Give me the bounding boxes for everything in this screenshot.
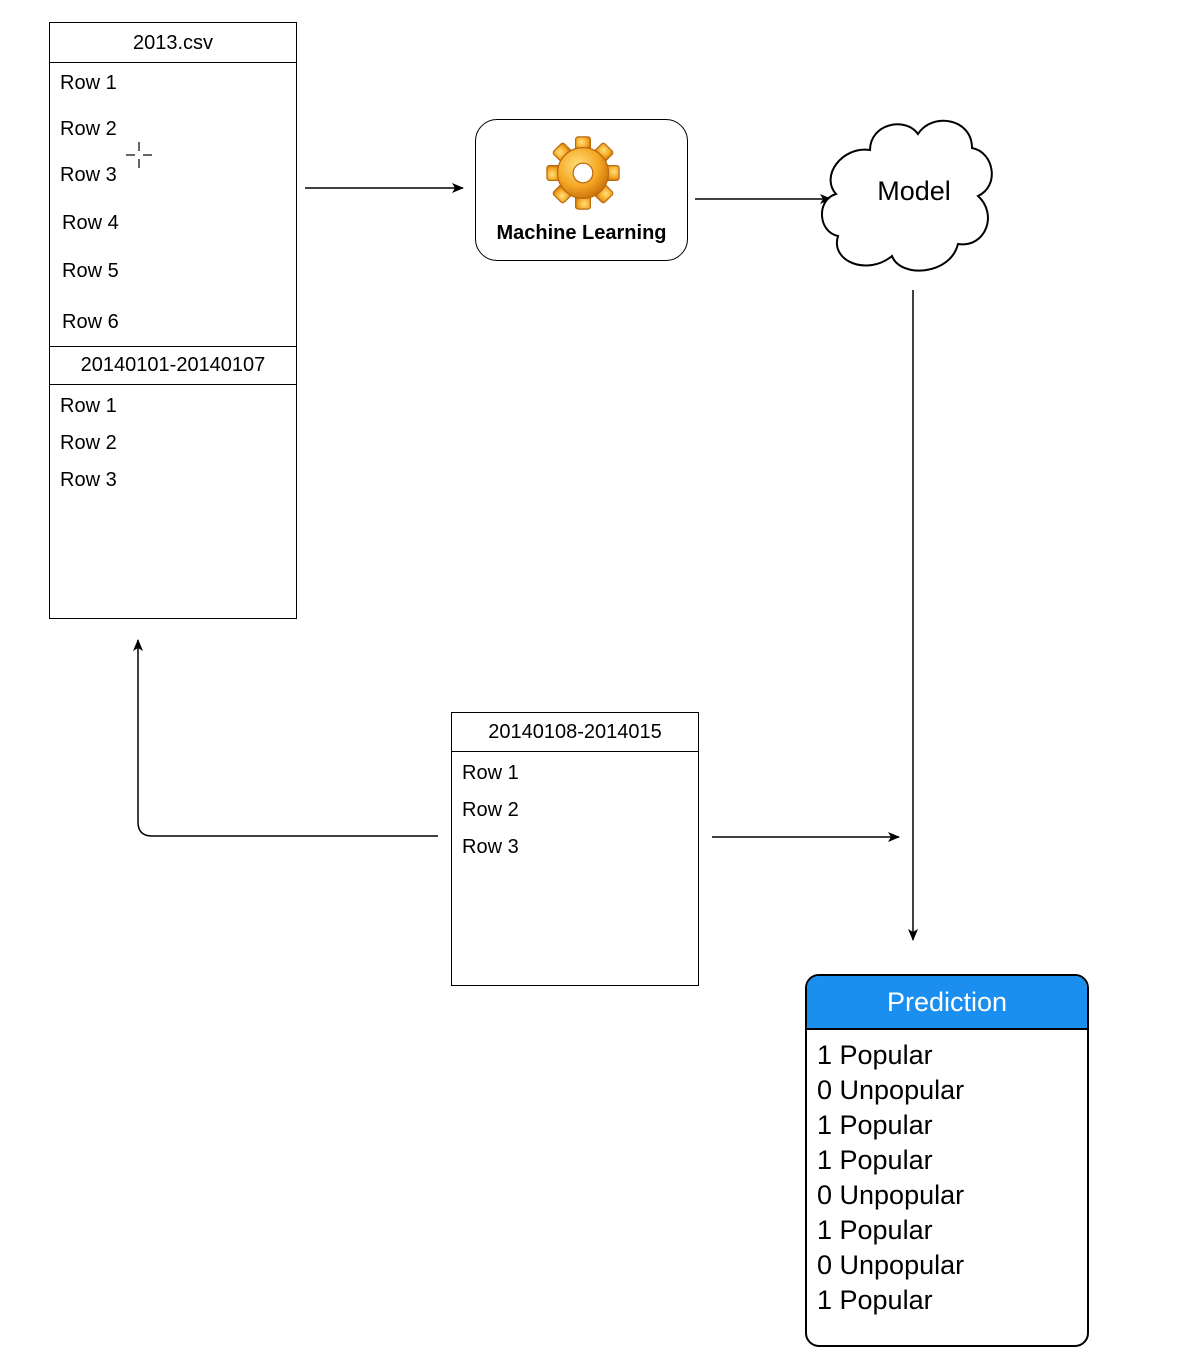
list-item: 1 Popular: [817, 1145, 933, 1175]
prediction-panel: Prediction 1 Popular 0 Unpopular 1 Popul…: [805, 974, 1089, 1347]
list-item: 0 Unpopular: [817, 1250, 965, 1280]
table-subheader-20140101: 20140101-20140107: [50, 346, 296, 385]
table-row: Row 1: [60, 72, 117, 94]
table-header-20140108: 20140108-2014015: [452, 713, 698, 752]
table-header-2013: 2013.csv: [50, 23, 296, 63]
table-subheader-label: 20140101-20140107: [80, 354, 266, 376]
table-row: Row 3: [60, 164, 117, 186]
list-item: 1 Popular: [817, 1285, 933, 1315]
list-item: 0 Unpopular: [817, 1180, 965, 1210]
arrow-test-to-train: [133, 639, 438, 837]
model-cloud-shape: [821, 119, 993, 272]
crosshair-cursor-icon: [126, 142, 152, 168]
table-row: Row 2: [462, 799, 519, 821]
table-row: Row 2: [60, 432, 117, 454]
machine-learning-label: Machine Learning: [496, 222, 667, 244]
model-label: Model: [877, 176, 951, 206]
table-header-label: 20140108-2014015: [488, 721, 662, 743]
test-data-table: 20140108-2014015 Row 1 Row 2 Row 3: [451, 712, 699, 986]
machine-learning-node: Machine Learning: [475, 119, 688, 261]
table-row: Row 4: [62, 212, 119, 234]
table-row: Row 1: [462, 762, 519, 784]
list-item: 1 Popular: [817, 1040, 933, 1070]
prediction-title: Prediction: [807, 976, 1087, 1030]
table-header-label: 2013.csv: [132, 32, 214, 54]
table-row: Row 3: [462, 836, 519, 858]
table-row: Row 3: [60, 469, 117, 491]
table-row: Row 1: [60, 395, 117, 417]
list-item: 0 Unpopular: [817, 1075, 965, 1105]
list-item: 1 Popular: [817, 1110, 933, 1140]
table-row: Row 2: [60, 118, 117, 140]
list-item: 1 Popular: [817, 1215, 933, 1245]
gear-icon: [546, 136, 620, 210]
training-data-table: 2013.csv Row 1 Row 2 Row 3 Row 4 Row 5 R…: [49, 22, 297, 619]
table-row: Row 6: [62, 311, 119, 333]
table-row: Row 5: [62, 260, 119, 282]
